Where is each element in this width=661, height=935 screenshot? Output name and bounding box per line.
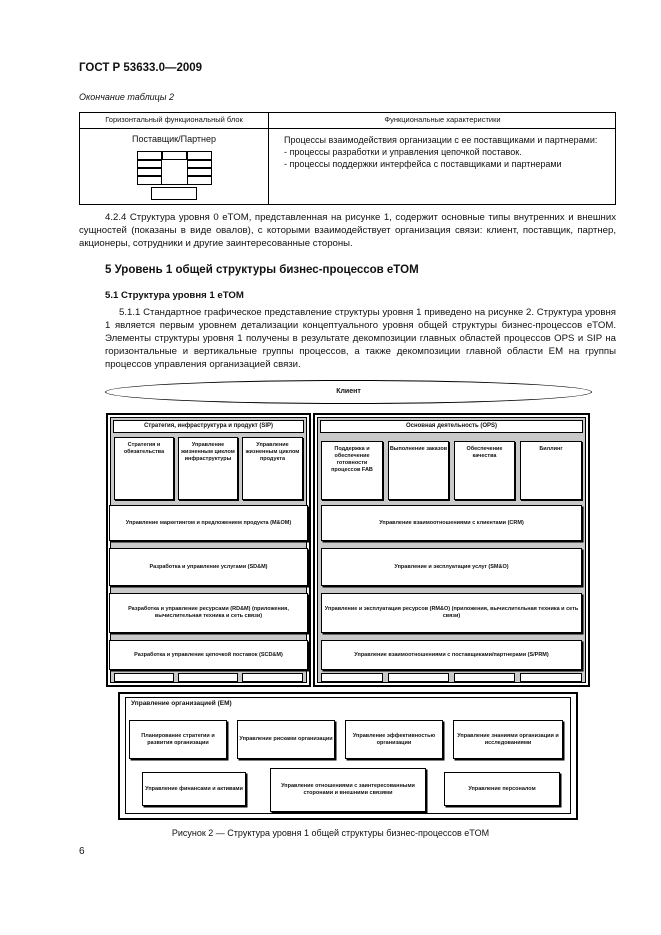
table-2-end: Горизонтальный функциональный блок Функц…: [79, 112, 616, 205]
em-risk-management: Управление рисками организации: [237, 720, 335, 759]
paragraph-5-1-1: 5.1.1 Стандартное графическое представле…: [105, 307, 616, 370]
em-knowledge-management: Управление знаниями организации и исслед…: [453, 720, 563, 759]
ops-vertical-billing: Биллинг: [520, 441, 582, 500]
sip-vertical-infrastructure: Управление жизненным циклом инфраструкту…: [178, 437, 238, 500]
em-finance-assets: Управление финансами и активами: [142, 772, 246, 806]
table-col1-header: Горизонтальный функциональный блок: [105, 115, 243, 124]
section-5-heading: 5 Уровень 1 общей структуры бизнес-проце…: [105, 264, 419, 276]
table-cell-description: Процессы взаимодействия организации с ее…: [275, 134, 611, 170]
em-title: Управление организацией (EM): [131, 700, 232, 707]
sip-vertical-strategy: Стратегия и обязательства: [114, 437, 174, 500]
standard-number: ГОСТ Р 53633.0—2009: [79, 62, 203, 74]
ops-vertical-assurance: Обеспечение качества: [454, 441, 515, 500]
ops-area: [313, 413, 590, 687]
ops-horizontal-sprm: Управление взаимоотношениями с поставщик…: [321, 640, 582, 670]
supplier-partner-block-icon: [137, 151, 212, 201]
sip-vertical-product: Управление жизненным циклом продукта: [242, 437, 303, 500]
paragraph-4-2-4: 4.2.4 Структура уровня 0 eTOM, представл…: [79, 212, 616, 249]
client-label: Клиент: [336, 388, 361, 395]
sip-horizontal-rdm: Разработка и управление ресурсами (RD&M)…: [109, 593, 308, 633]
ops-vertical-fab: Поддержка и обеспечение готовности проце…: [321, 441, 383, 500]
ops-horizontal-rmo: Управление и эксплуатация ресурсов (RM&O…: [321, 593, 582, 633]
sip-horizontal-mom: Управление маркетингом и предложением пр…: [109, 505, 308, 541]
desc-item-1: - процессы разработки и управления цепоч…: [284, 147, 522, 157]
ops-horizontal-crm: Управление взаимоотношениями с клиентами…: [321, 505, 582, 541]
client-oval: Клиент: [105, 380, 592, 404]
em-stakeholder-relations: Управление отношениями с заинтересованны…: [270, 768, 426, 812]
desc-item-2: - процессы поддержки интерфейса с постав…: [284, 159, 562, 169]
figure-caption: Рисунок 2 — Структура уровня 1 общей стр…: [171, 828, 490, 838]
em-effectiveness-management: Управление эффективностью организации: [345, 720, 443, 759]
page-number: 6: [79, 846, 85, 857]
em-personnel: Управление персоналом: [444, 772, 560, 806]
sip-area: [106, 413, 311, 687]
table-col2-header: Функциональные характеристики: [384, 115, 501, 124]
section-5-1-heading: 5.1 Структура уровня 1 eTOM: [105, 290, 244, 301]
ops-title: Основная деятельность (OPS): [320, 420, 583, 433]
em-area: Управление организацией (EM) Планировани…: [118, 692, 578, 820]
sip-title: Стратегия, инфраструктура и продукт (SIP…: [113, 420, 304, 433]
table-continuation-caption: Окончание таблицы 2: [79, 92, 174, 102]
desc-intro: Процессы взаимодействия организации с ее…: [284, 135, 598, 145]
ops-vertical-fulfillment: Выполнение заказов: [388, 441, 449, 500]
ops-horizontal-smo: Управление и эксплуатация услуг (SM&O): [321, 548, 582, 586]
table-cell-block: Поставщик/Партнер: [131, 134, 217, 144]
sip-horizontal-scdm: Разработка и управление цепочкой поставо…: [109, 640, 308, 670]
em-strategy-planning: Планирование стратегии и развития органи…: [129, 720, 227, 759]
sip-horizontal-sdm: Разработка и управление услугами (SD&M): [109, 548, 308, 586]
